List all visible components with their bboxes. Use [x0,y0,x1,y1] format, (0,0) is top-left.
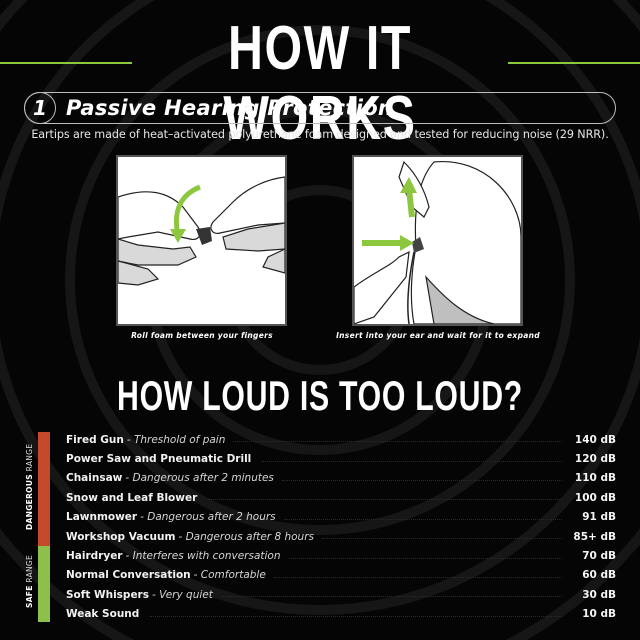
title-rule-right [508,62,640,64]
hands-rolling-foam-icon [118,176,285,286]
dotted-leader [281,479,562,481]
item-note: - Threshold of pain [126,433,226,446]
item-note: - Dangerous after 8 hours [178,530,314,543]
item-note: - Interferes with conversation [125,550,281,563]
loudness-list: Fired Gun- Threshold of pain 140 dB Power… [66,430,616,624]
list-item: Snow and Leaf Blower 100 dB [66,488,616,507]
caption-insert-ear: Insert into your ear and wait for it to … [336,331,540,340]
item-decibels: 30 dB [582,588,616,601]
list-item: Soft Whispers- Very quiet 30 dB [66,585,616,604]
item-note: - Comfortable [193,569,266,582]
item-name: Hairdryer [66,550,123,563]
step-description: Eartips are made of heat–activated polyu… [31,128,609,141]
illustration-insert-ear [352,155,523,326]
list-item: Lawnmower- Dangerous after 2 hours 91 dB [66,508,616,527]
item-note: - Very quiet [152,588,213,601]
dotted-leader [220,596,562,598]
title-rule-left [0,62,132,64]
ear-insertion-icon [354,160,521,324]
list-item: Weak Sound 10 dB [66,605,616,624]
safe-range-label: SAFE RANGE [25,554,34,608]
item-name: Normal Conversation [66,569,191,582]
dotted-leader [262,460,562,462]
item-name: Weak Sound [66,608,140,621]
dotted-leader [273,576,562,578]
item-name: Chainsaw [66,472,123,485]
dotted-leader [150,615,562,617]
dotted-leader [283,518,562,520]
item-note: - Dangerous after 2 minutes [125,472,274,485]
item-decibels: 85+ dB [573,530,616,543]
item-decibels: 91 dB [582,511,616,524]
dotted-leader [321,538,562,540]
item-note: - Dangerous after 2 hours [140,511,276,524]
item-decibels: 120 dB [574,453,616,466]
dotted-leader [233,441,562,443]
item-name: Fired Gun [66,433,124,446]
list-item: Power Saw and Pneumatic Drill 120 dB [66,449,616,468]
item-decibels: 10 dB [582,608,616,621]
list-item: Chainsaw- Dangerous after 2 minutes 110 d… [66,469,616,488]
item-decibels: 140 dB [574,433,616,446]
list-item: Fired Gun- Threshold of pain 140 dB [66,430,616,449]
dotted-leader [288,557,562,559]
item-name: Soft Whispers [66,588,149,601]
safe-range-bar [38,546,50,622]
dotted-leader [208,499,562,501]
item-decibels: 100 dB [574,491,616,504]
page-title: HOW IT WORKS [223,14,417,153]
step-title: Passive Hearing Protection [66,96,394,120]
list-item: Hairdryer- Interferes with conversation 7… [66,546,616,565]
item-name: Lawnmower [66,511,138,524]
item-decibels: 110 dB [574,472,616,485]
item-decibels: 70 dB [582,550,616,563]
dangerous-range-bar [38,432,50,546]
step-number-badge: 1 [24,92,56,124]
item-name: Workshop Vacuum [66,530,176,543]
item-decibels: 60 dB [582,569,616,582]
item-name: Power Saw and Pneumatic Drill [66,453,252,466]
loudness-section-title: HOW LOUD IS TOO LOUD? [117,372,523,419]
list-item: Normal Conversation- Comfortable 60 dB [66,566,616,585]
header: HOW IT WORKS [0,14,640,153]
illustration-roll-foam [116,155,287,326]
dangerous-range-label: DANGEROUS RANGE [25,443,34,530]
caption-roll-foam: Roll foam between your fingers [131,331,273,340]
item-name: Snow and Leaf Blower [66,491,198,504]
list-item: Workshop Vacuum- Dangerous after 8 hours… [66,527,616,546]
